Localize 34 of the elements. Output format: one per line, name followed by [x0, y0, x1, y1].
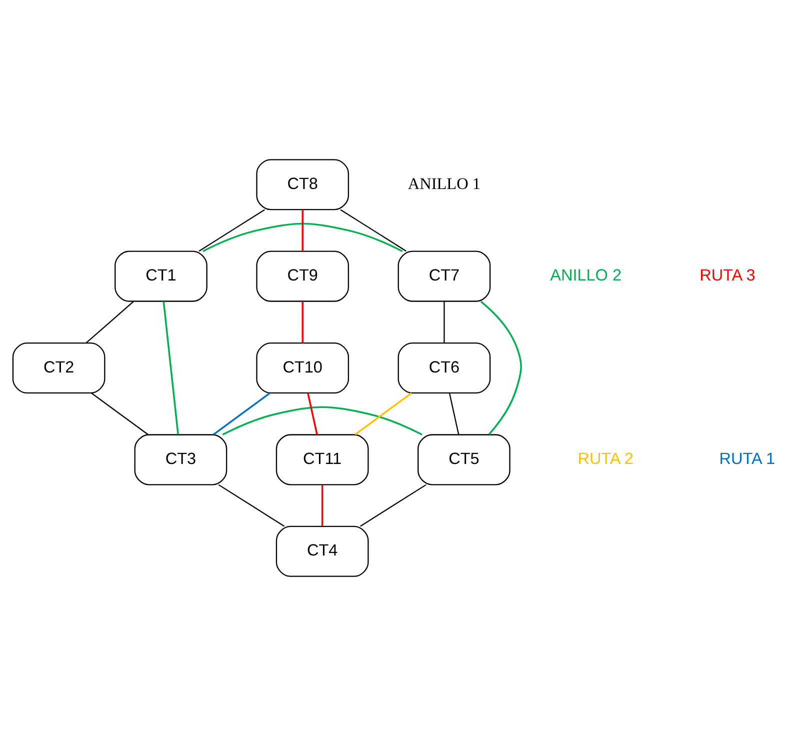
node-box: CT8: [256, 159, 350, 210]
label: ANILLO 1: [408, 174, 481, 193]
node-box: CT1: [114, 250, 208, 302]
connector: [218, 484, 285, 527]
node-box: CT3: [134, 434, 228, 486]
label: RUTA 3: [700, 266, 756, 285]
connector: [198, 209, 265, 252]
connector: [360, 484, 426, 527]
node-box: CT10: [256, 342, 350, 394]
node-box: CT4: [276, 526, 369, 577]
connector: [212, 392, 270, 436]
connector: [480, 300, 522, 436]
connector: [302, 210, 304, 252]
connector: [302, 301, 304, 343]
connector: [222, 406, 422, 436]
node-box: CT5: [418, 434, 510, 486]
connector: [202, 222, 403, 252]
connector: [340, 209, 406, 252]
connector: [444, 301, 445, 343]
node-box: CT6: [398, 342, 491, 394]
connector: [448, 392, 460, 435]
node-box: CT7: [398, 250, 491, 302]
node-box: CT2: [12, 342, 106, 394]
connector: [354, 392, 412, 436]
node-box: CT11: [276, 434, 369, 486]
label: ANILLO 2: [550, 266, 622, 285]
connector: [91, 392, 148, 435]
label: RUTA 1: [719, 450, 776, 468]
label: RUTA 2: [578, 450, 634, 468]
connector: [307, 392, 318, 435]
connector: [321, 484, 324, 526]
connector: [86, 300, 134, 344]
connector: [162, 301, 179, 434]
node-box: CT9: [256, 250, 350, 302]
